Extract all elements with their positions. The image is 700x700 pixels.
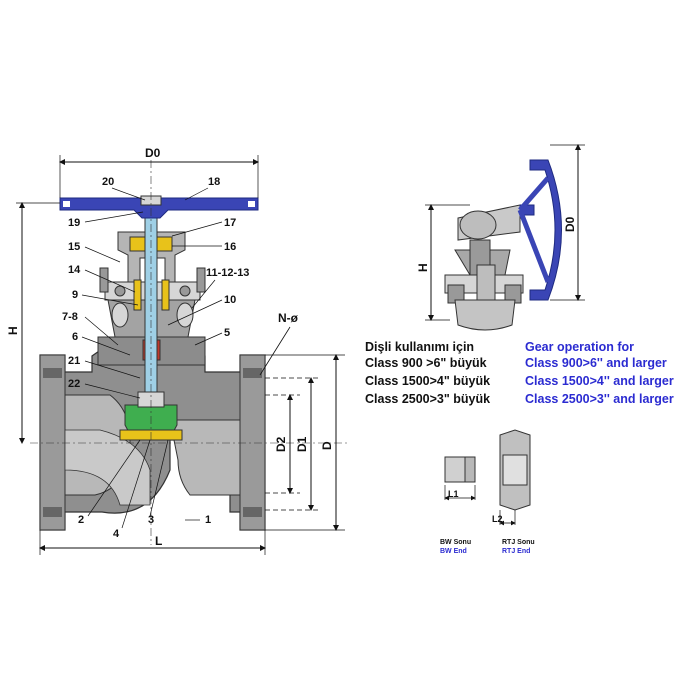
part-label-3: 3 [148, 514, 154, 526]
part-label-14: 14 [68, 264, 81, 276]
rtj-label-en: RTJ End [502, 548, 530, 555]
globe-valve-section-view [30, 160, 350, 545]
note-tr-title: Dişli kullanımı için [365, 340, 475, 354]
bw-label-en: BW End [440, 548, 467, 555]
part-label-15: 15 [68, 241, 80, 253]
part-label-22: 22 [68, 378, 80, 390]
rtj-dim-label: L2 [492, 514, 503, 524]
main-dimensions: D0 H L D2 D1 D N-ø [6, 146, 345, 555]
part-labels: 20 18 19 17 15 16 14 11-12-13 9 10 7-8 6… [62, 176, 249, 540]
part-label-16: 16 [224, 241, 236, 253]
note-en-line2: Class 1500>4'' and larger [525, 374, 674, 388]
part-label-6: 6 [72, 331, 78, 343]
dim-l: L [155, 534, 162, 548]
bw-label-tr: BW Sonu [440, 539, 471, 546]
gear-handwheel [529, 159, 562, 301]
gear-dim-h: H [416, 263, 430, 272]
part-label-5: 5 [224, 327, 230, 339]
note-tr-line2: Class 1500>4" büyük [365, 374, 491, 388]
part-label-20: 20 [102, 176, 114, 188]
dim-d: D [320, 441, 334, 450]
gear-dim-d0: D0 [563, 216, 577, 232]
note-tr-line3: Class 2500>3" büyük [365, 392, 491, 406]
end-types: L1 L2 BW Sonu BW End RTJ Sonu RTJ End [440, 429, 535, 555]
part-label-7-8: 7-8 [62, 311, 78, 323]
note-en-line3: Class 2500>3'' and larger [525, 392, 674, 406]
note-en-title: Gear operation for [525, 340, 635, 354]
part-label-2: 2 [78, 514, 84, 526]
right-flange [239, 354, 266, 531]
note-tr-line1: Class 900 >6" büyük [365, 356, 487, 370]
gear-operator-view: H D0 [416, 144, 585, 331]
rtj-label-tr: RTJ Sonu [502, 539, 535, 546]
part-label-4: 4 [113, 528, 120, 540]
dim-d0: D0 [145, 146, 161, 160]
part-label-18: 18 [208, 176, 220, 188]
part-label-21: 21 [68, 355, 80, 367]
dim-d1: D1 [295, 436, 309, 452]
eye-bolt-left [111, 302, 129, 328]
part-label-9: 9 [72, 289, 78, 301]
part-label-11: 11-12-13 [206, 267, 249, 279]
bw-dim-label: L1 [448, 489, 459, 499]
part-label-1: 1 [205, 514, 211, 526]
part-label-17: 17 [224, 217, 236, 229]
bw-end-shape [444, 456, 466, 483]
dim-d2: D2 [274, 436, 288, 452]
part-label-19: 19 [68, 217, 80, 229]
gear-body-stub [454, 299, 516, 331]
eye-bolt-right [176, 302, 194, 328]
note-en-line1: Class 900>6'' and larger [525, 356, 667, 370]
dim-n: N-ø [278, 311, 299, 325]
part-label-10: 10 [224, 294, 236, 306]
dim-h: H [6, 326, 20, 335]
handwheel [59, 197, 259, 219]
left-flange [39, 354, 66, 531]
